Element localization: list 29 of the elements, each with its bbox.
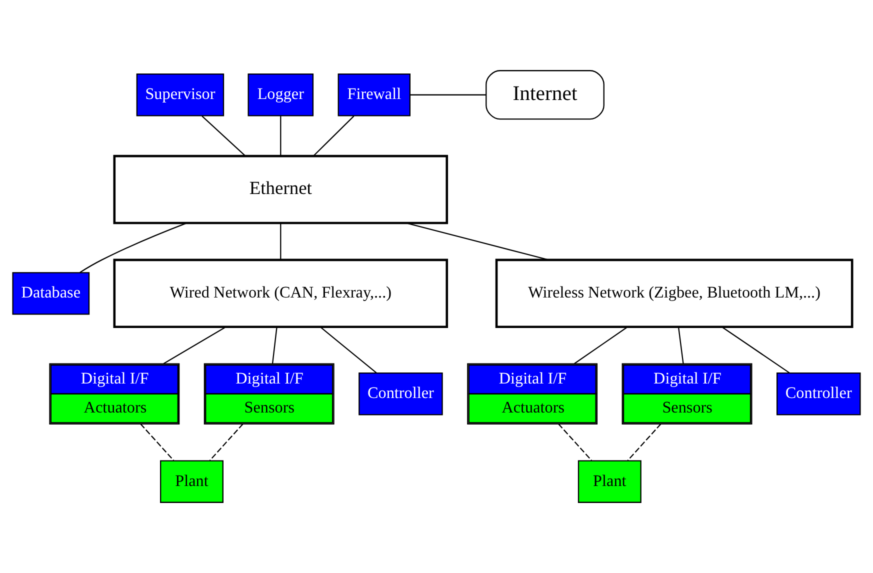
connector (140, 424, 174, 461)
connector (280, 116, 282, 156)
connector (406, 222, 549, 260)
node-box: Controller (358, 372, 443, 416)
connector (320, 326, 377, 374)
connector (163, 326, 226, 364)
node-box: Supervisor (136, 74, 224, 116)
connector (313, 116, 354, 156)
connector (410, 94, 486, 96)
node-box: Logger (248, 74, 314, 116)
connector (574, 326, 628, 364)
connector (202, 116, 246, 156)
connector (80, 222, 187, 273)
connector (678, 327, 684, 364)
node-box: Wireless Network (Zigbee, Bluetooth LM,...) (495, 258, 854, 328)
node-box: Plant (578, 460, 642, 503)
connector (280, 223, 282, 260)
connector (722, 326, 790, 374)
node-box: Plant (160, 460, 224, 503)
connector (558, 424, 592, 461)
node-box: Database (12, 272, 90, 315)
connector (627, 424, 662, 461)
node-box: Internet (486, 70, 604, 120)
node-box: Controller (776, 372, 861, 416)
connector (209, 424, 244, 461)
connector (272, 327, 278, 364)
node-box: Wired Network (CAN, Flexray,...) (113, 258, 448, 328)
node-box: Ethernet (113, 154, 448, 224)
node-box: Firewall (338, 74, 411, 116)
